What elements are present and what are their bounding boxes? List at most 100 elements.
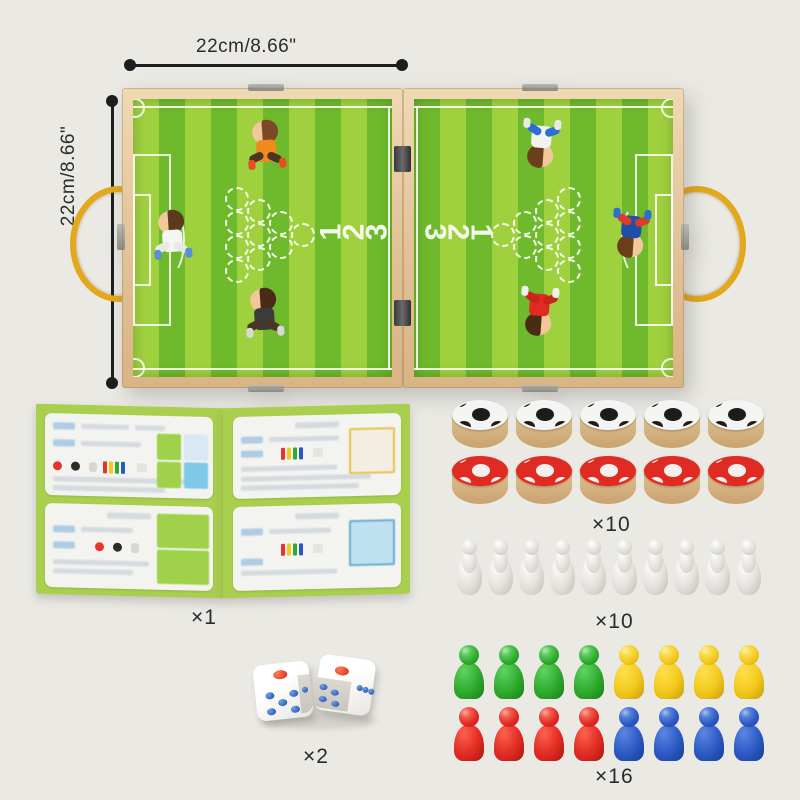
pin-spot	[513, 211, 537, 235]
booklet-panel	[45, 412, 213, 500]
touchline-top	[414, 106, 673, 108]
soccer-disc-black	[644, 400, 700, 450]
corner-arc-bottomleft	[133, 358, 145, 377]
soccer-disc-red	[580, 456, 636, 506]
goal-box	[655, 194, 673, 286]
soccer-field-right: 3 2 1	[414, 99, 673, 377]
soccer-disc-black	[452, 400, 508, 450]
pawn-red	[492, 707, 526, 761]
player-boot	[277, 325, 285, 336]
bowling-pin	[579, 535, 608, 595]
pawn-yellow	[652, 645, 686, 699]
rope-handle-left	[70, 186, 168, 302]
soccer-disc-red	[452, 456, 508, 506]
player-boot	[552, 287, 560, 299]
pin-spot	[535, 223, 559, 247]
die-1	[252, 660, 314, 722]
board-clasp-bottom-right[interactable]	[522, 385, 558, 392]
soccer-field-left: 1 2 3	[133, 99, 392, 377]
discs-count-label: ×10	[592, 513, 631, 536]
player-boot	[248, 159, 256, 171]
pin-spot	[247, 199, 271, 223]
instruction-booklet	[36, 403, 410, 599]
height-dimension-endpoint-top	[106, 95, 118, 107]
soccer-disc-red	[516, 456, 572, 506]
booklet-page-left	[36, 403, 223, 599]
board-latch-left[interactable]	[117, 224, 125, 250]
board-clasp-top-right[interactable]	[522, 84, 558, 91]
soccer-disc-black	[580, 400, 636, 450]
rope-handle-right	[648, 186, 746, 302]
player-boot	[185, 247, 193, 258]
bowling-pin	[734, 535, 763, 595]
pin-spot	[513, 235, 537, 259]
pin-spot	[225, 187, 249, 211]
pin-spot	[557, 187, 581, 211]
pawn-red	[572, 707, 606, 761]
player-boot	[154, 249, 162, 261]
width-dimension-line	[130, 64, 402, 67]
bowling-pin	[517, 535, 546, 595]
board-hinge-top	[394, 146, 411, 172]
halfway-line	[388, 106, 390, 370]
pin-spot	[269, 235, 293, 259]
pawns-count-label: ×16	[595, 765, 634, 788]
pin-spot	[557, 211, 581, 235]
width-dimension-endpoint-right	[396, 59, 408, 71]
field-number-1: 1	[464, 223, 498, 241]
bowling-pin	[548, 535, 577, 595]
corner-arc-topleft	[133, 99, 145, 118]
pin-spot	[247, 247, 271, 271]
width-dimension-endpoint-left	[124, 59, 136, 71]
corner-arc-topright	[661, 99, 673, 118]
board-panel-left: 1 2 3	[117, 84, 403, 392]
board-latch-right[interactable]	[681, 224, 689, 250]
bowling-pin	[455, 535, 484, 595]
pin-spot	[225, 235, 249, 259]
pawn-blue	[732, 707, 766, 761]
pin-spot	[557, 259, 581, 283]
player-boot	[613, 207, 621, 219]
board-panel-right: 3 2 1	[403, 84, 689, 392]
player-figure-orange	[245, 119, 287, 171]
pin-spot	[491, 223, 515, 247]
pawn-yellow	[612, 645, 646, 699]
field-number-3: 3	[360, 223, 392, 241]
pin-spot	[225, 259, 249, 283]
touchline-top	[133, 106, 392, 108]
player-figure-dark	[243, 287, 285, 339]
pin-spot	[291, 223, 315, 247]
player-boot	[279, 157, 287, 168]
board-hinge-bottom	[394, 300, 411, 326]
pawn-green	[532, 645, 566, 699]
player-boot	[521, 285, 529, 297]
pin-spot	[535, 199, 559, 223]
penalty-arc	[155, 205, 185, 275]
pin-spot	[247, 223, 271, 247]
bowling-pin	[610, 535, 639, 595]
board-clasp-bottom-left[interactable]	[248, 385, 284, 392]
touchline-bottom	[133, 368, 392, 370]
booklet-page-right	[223, 403, 410, 599]
pawn-blue	[612, 707, 646, 761]
pawn-green	[492, 645, 526, 699]
width-dimension-label: 22cm/8.66"	[196, 36, 297, 57]
booklet-panel	[233, 412, 401, 500]
player-figure-navy	[613, 207, 652, 259]
board-clasp-top-left[interactable]	[248, 84, 284, 91]
pawn-green	[452, 645, 486, 699]
pawn-yellow	[732, 645, 766, 699]
pawn-green	[572, 645, 606, 699]
pawn-red	[452, 707, 486, 761]
pin-spot	[269, 211, 293, 235]
player-boot	[644, 209, 652, 221]
pawn-yellow	[692, 645, 726, 699]
booklet-panel	[233, 502, 401, 592]
halfway-line	[416, 106, 418, 370]
folding-game-board: 1 2 3	[117, 84, 689, 392]
bowling-pin	[486, 535, 515, 595]
player-boot	[554, 119, 562, 131]
soccer-disc-red	[708, 456, 764, 506]
pin-spot	[225, 211, 249, 235]
booklet-panel	[45, 502, 213, 592]
